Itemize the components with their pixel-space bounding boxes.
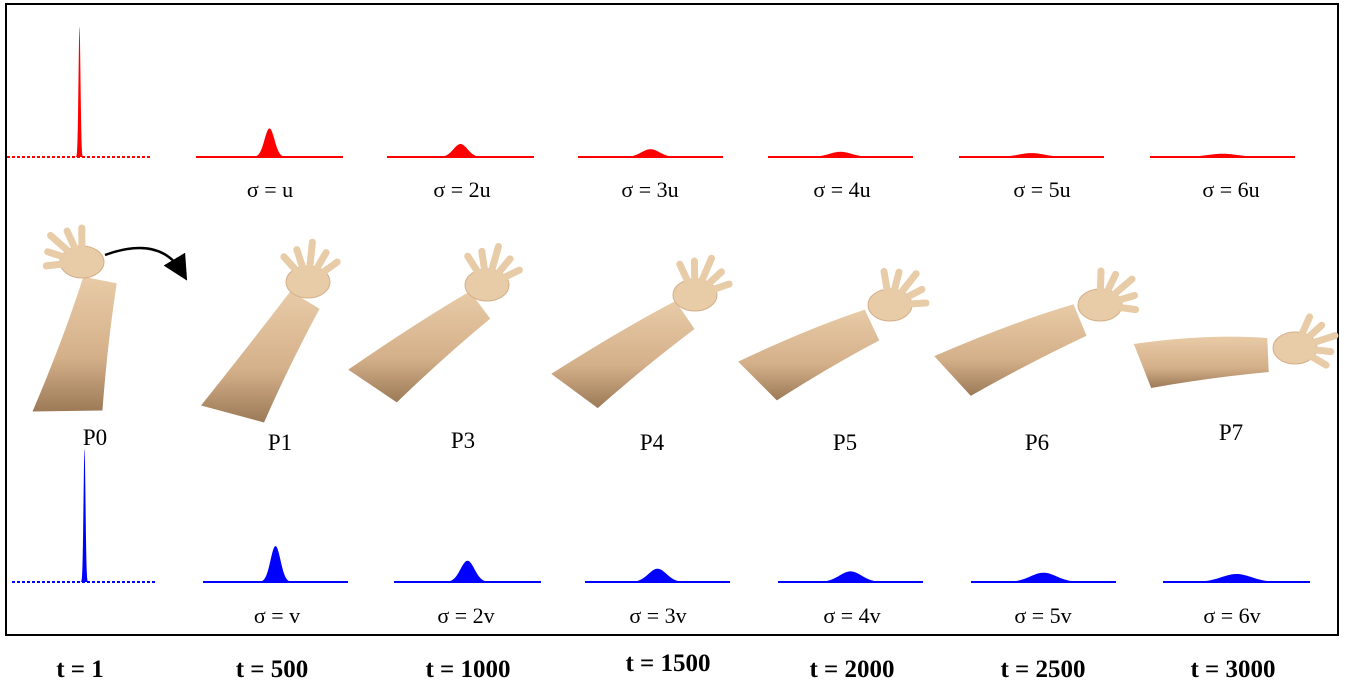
top-row-gaussian-1 — [249, 128, 290, 157]
finger-2-3 — [492, 255, 514, 280]
finger-1-1 — [293, 246, 308, 275]
arm-6 — [1133, 336, 1269, 388]
bottom-sigma-label-2: σ = 2v — [437, 603, 495, 628]
pose-label-p0: P0 — [82, 425, 108, 450]
time-label-500: t = 500 — [235, 656, 309, 683]
finger-5-1 — [1102, 270, 1120, 298]
pose-label-p7: P7 — [1218, 420, 1244, 445]
top-sigma-label-5: σ = 5u — [1013, 177, 1071, 202]
arm-3 — [551, 300, 695, 409]
arm-5 — [934, 304, 1087, 396]
bottom-sigma-label-4: σ = 4v — [823, 603, 881, 628]
finger-0-3 — [63, 227, 80, 255]
top-row-gaussian-6 — [1162, 153, 1283, 157]
arm-pose-5 — [934, 267, 1140, 396]
pose-label-p1: P1 — [267, 430, 293, 455]
pose-label-p4: P4 — [639, 430, 665, 455]
finger-1-4 — [315, 258, 341, 279]
top-sigma-label-6: σ = 6u — [1202, 177, 1260, 202]
arm-0 — [32, 276, 117, 412]
finger-1-2 — [305, 238, 316, 274]
bottom-row-gaussian-6 — [1176, 574, 1297, 582]
finger-5-0 — [1096, 267, 1105, 297]
bottom-row-gaussian-0 — [80, 449, 89, 582]
finger-4-0 — [880, 267, 892, 297]
arm-4 — [738, 309, 880, 401]
finger-2-1 — [478, 247, 489, 277]
finger-2-2 — [487, 243, 502, 277]
top-row-gaussian-4 — [796, 151, 885, 157]
bottom-sigma-label-5: σ = 5v — [1014, 603, 1072, 628]
bottom-sigma-label-3: σ = 3v — [629, 603, 687, 628]
arm-pose-3 — [551, 254, 733, 409]
finger-6-4 — [1303, 350, 1330, 369]
finger-4-2 — [895, 270, 920, 300]
top-sigma-label-2: σ = 2u — [433, 177, 491, 202]
top-row-gaussian-3 — [614, 149, 687, 157]
time-label-2000: t = 2000 — [809, 656, 895, 683]
arm-1 — [201, 291, 320, 423]
finger-0-1 — [44, 248, 73, 262]
pose-label-p6: P6 — [1024, 430, 1050, 455]
finger-3-3 — [701, 268, 725, 291]
finger-6-0 — [1297, 313, 1314, 341]
finger-2-4 — [496, 266, 523, 284]
finger-1-0 — [280, 253, 303, 277]
arm-pose-4 — [738, 267, 930, 401]
finger-0-2 — [47, 231, 76, 258]
finger-6-1 — [1301, 321, 1326, 344]
time-label-1000: t = 1000 — [425, 656, 511, 683]
bottom-sigma-label-6: σ = 6v — [1203, 603, 1261, 628]
pose-label-p5: P5 — [832, 430, 858, 455]
time-label-1: t = 1 — [56, 656, 104, 683]
finger-4-1 — [890, 268, 903, 297]
finger-1-3 — [311, 249, 330, 276]
figure-frame — [5, 3, 1339, 636]
finger-6-2 — [1304, 332, 1339, 348]
arm-pose-1 — [201, 238, 341, 423]
finger-4-4 — [900, 299, 930, 308]
top-sigma-label-1: σ = u — [246, 177, 294, 202]
finger-5-2 — [1107, 275, 1136, 301]
bottom-sigma-label-1: σ = v — [253, 603, 301, 628]
finger-5-3 — [1109, 291, 1139, 306]
motion-arrow — [104, 246, 188, 281]
bottom-row-gaussian-4 — [806, 571, 895, 582]
finger-3-4 — [704, 280, 733, 295]
top-row-gaussian-5 — [979, 153, 1084, 157]
bottom-row-gaussian-2 — [439, 560, 496, 582]
bottom-row-gaussian-5 — [991, 572, 1096, 582]
top-row-gaussian-2 — [432, 144, 489, 157]
finger-0-0 — [42, 259, 72, 270]
pose-label-p3: P3 — [450, 428, 476, 453]
arm-pose-2 — [348, 243, 523, 403]
finger-2-0 — [464, 252, 484, 279]
time-label-3000: t = 3000 — [1190, 656, 1276, 683]
arm-2 — [348, 291, 491, 403]
bottom-row-gaussian-3 — [621, 568, 694, 582]
top-row-gaussian-0 — [75, 27, 84, 157]
time-label-2500: t = 2500 — [1000, 656, 1086, 683]
bottom-row-gaussian-1 — [255, 546, 296, 582]
time-label-1500: t = 1500 — [625, 650, 711, 677]
finger-5-4 — [1110, 303, 1140, 314]
top-sigma-label-4: σ = 4u — [813, 177, 871, 202]
finger-6-3 — [1305, 345, 1335, 356]
finger-4-3 — [898, 285, 926, 303]
arm-pose-6 — [1133, 313, 1339, 388]
finger-3-2 — [696, 254, 715, 288]
finger-3-0 — [676, 260, 693, 288]
top-sigma-label-3: σ = 3u — [621, 177, 679, 202]
arm-pose-0 — [32, 224, 117, 412]
